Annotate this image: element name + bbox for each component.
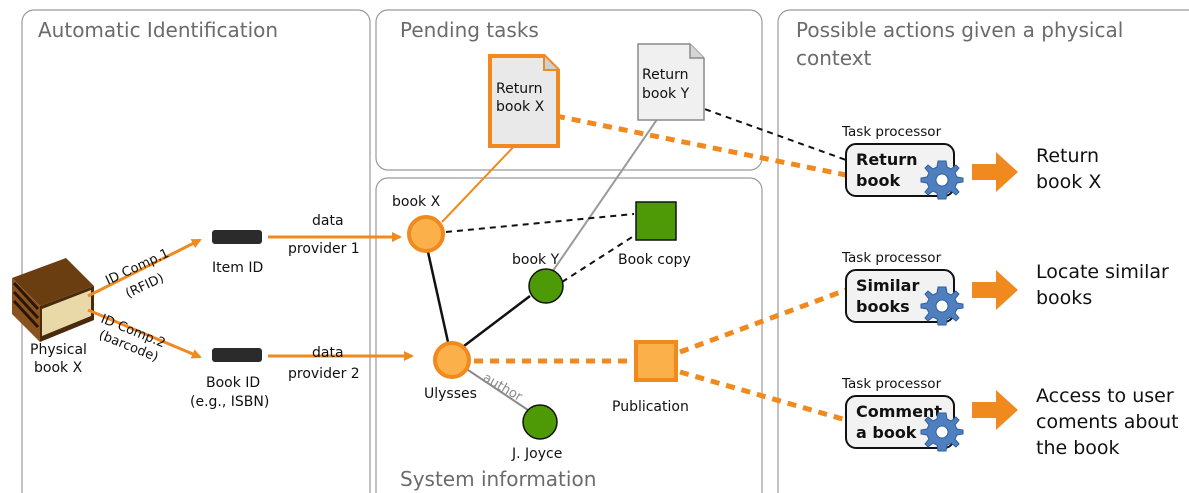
result-arrow [972,152,1018,192]
result-arrow [972,390,1018,430]
publication-to-comment [679,369,847,423]
doc-y-line2: book Y [642,86,690,102]
book-icon [12,258,94,342]
auto-id-title: Automatic Identification [38,18,278,42]
result-line3: the book [1036,437,1120,459]
publication-to-similar [679,287,847,355]
system-info-title: System information [400,467,596,491]
reader-device-icon [212,230,262,244]
processor-header: Task processor [841,124,942,140]
item-id-label: Item ID [212,260,263,276]
book-x-node [407,215,445,253]
processor-label-line2: books [856,297,910,316]
book-y-node [528,268,564,304]
edge-bookx-bookcopy [445,213,635,233]
processor-label-line2: book [856,171,900,190]
id-comp2-arrow [87,308,202,359]
processor-label-line1: Return [856,150,918,169]
book-copy-node [635,201,677,241]
processor-header: Task processor [841,250,942,266]
result-line2: book X [1036,171,1101,193]
provider1-line1: data [312,213,344,229]
provider2-line1: data [312,345,344,361]
actions-panel [777,9,1189,493]
gear-icon [920,412,964,452]
doc-x-line2: book X [496,99,545,115]
ulysses-node [433,341,471,379]
result-arrow [972,270,1018,310]
processor-header: Task processor [841,376,942,392]
provider2-line2: provider 2 [288,366,360,382]
publication-node [634,340,678,382]
edge-ulysses-joyce [467,369,529,411]
doc-x-to-processor [555,113,847,178]
provider1-line2: provider 1 [288,241,360,257]
pending-panel [375,9,763,171]
document-icon [488,54,560,148]
processor-label-line2: a book [856,423,917,442]
result-line1: Access to user [1036,385,1174,407]
author-edge-label: author [480,370,525,405]
gear-icon [920,286,964,326]
doc-y-line1: Return [642,67,688,83]
result-line2: coments about [1036,411,1179,433]
doc-x-line1: Return [496,81,542,97]
book-id-line1: Book ID [206,375,260,391]
doc-y-link [547,117,659,279]
id-comp1-arrow [87,238,202,298]
physical-book-line2: book X [34,360,83,376]
book-id-line2: (e.g., ISBN) [190,394,269,410]
actions-title-line1: Possible actions given a physical [796,18,1123,42]
result-line1: Locate similar [1036,261,1169,283]
processor-label-line1: Similar [856,276,919,295]
edge-booky-bookcopy [561,231,641,283]
publication-label: Publication [612,399,689,415]
book-copy-label: Book copy [618,252,691,268]
system-info-panel [375,177,763,493]
gear-icon [920,160,964,200]
processor-label-line1: Comment [856,402,942,421]
auto-id-panel [21,9,371,493]
pending-title: Pending tasks [400,18,539,42]
doc-x-link [441,139,521,223]
actions-title-line2: context [796,46,872,70]
edge-ulysses-booky [463,295,531,347]
joyce-label: J. Joyce [511,446,562,462]
result-line1: Return [1036,145,1099,167]
physical-book-line1: Physical [30,342,87,358]
reader-device-icon [212,348,262,362]
document-icon [637,43,705,121]
joyce-node [522,404,558,440]
result-line2: books [1036,287,1092,309]
book-x-label: book X [392,194,441,210]
edge-bookx-ulysses [426,251,450,343]
ulysses-label: Ulysses [424,386,477,402]
doc-y-to-processor [673,97,847,161]
book-y-label: book Y [512,252,560,268]
